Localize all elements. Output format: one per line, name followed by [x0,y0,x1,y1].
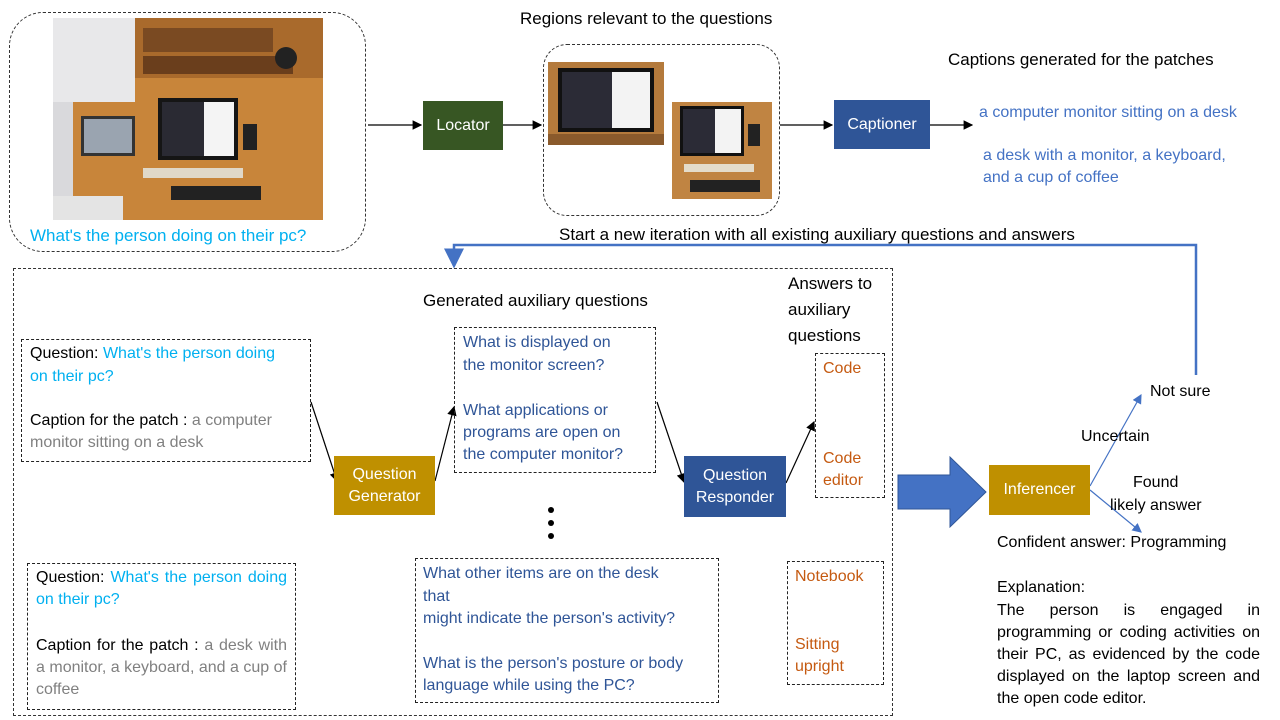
explanation-label: Explanation: [997,579,1086,596]
aux-q3-line2: that [423,588,450,605]
question-text-line1: What's the person doing [102,345,275,362]
confident-answer: Confident answer: Programming [997,534,1227,551]
aux-q2-line3: the computer monitor? [463,446,624,463]
aux-q4-line2: language while using the PC? [423,677,635,694]
aux-questions-title: Generated auxiliary questions [423,291,648,310]
regions-frame [543,44,780,216]
answer-notebook: Notebook [795,568,864,585]
caption-text: a desk with a monitor, a keyboard, and a… [36,637,287,698]
answer-code-editor-line2: editor [823,472,864,489]
big-arrow-to-inferencer [897,455,987,529]
aux-q2-line2: programs are open on [463,424,621,441]
input-box-1-caption-line2: monitor sitting on a desk [30,434,204,451]
input-box-2 [27,563,296,710]
input-box-2-caption: Caption for the patch : a desk with a mo… [36,635,287,701]
desk-scene-illustration [53,18,323,220]
aux-box-2 [415,558,719,703]
region-patch-1 [548,62,664,145]
aux-box-1 [454,327,656,473]
found-label-line1: Found [1133,474,1179,491]
input-box-1-caption: Caption for the patch : a computer [30,410,272,432]
question-generator-block: Question Generator [334,456,435,515]
answer-code-editor-line1: Code [823,450,862,467]
caption-2-line1: a desk with a monitor, a keyboard, [983,147,1226,164]
answers-title-line1: Answers to [788,274,873,293]
aux-q1-line1: What is displayed on [463,334,611,351]
region-patch-2 [672,102,772,199]
generator-label-line1: Question [352,465,417,483]
answer-sitting-line1: Sitting [795,636,840,653]
arrow-generator-to-aux [434,405,457,482]
found-label-line2: likely answer [1110,497,1202,514]
monitor-patch-illustration [548,62,664,145]
regions-title: Regions relevant to the questions [520,9,773,28]
arrow-aux-to-responder [656,401,686,484]
locator-block: Locator [423,101,503,150]
caption-label: Caption for the patch : [30,412,192,429]
question-text: What's the person doing on their pc? [36,569,287,608]
arrow-responder-to-answers [785,420,815,484]
aux-q3-line3: might indicate the person's activity? [423,610,676,627]
answer-box-1 [815,353,885,498]
caption-2-line2: and a cup of coffee [983,169,1119,186]
desk-patch-illustration [672,102,772,199]
generator-label-line2: Generator [348,487,421,505]
ellipsis-dot [548,520,554,526]
arrow-inferencer-not-sure [1089,393,1142,487]
input-photo [53,18,323,220]
caption-1: a computer monitor sitting on a desk [979,104,1237,121]
caption-label: Caption for the patch : [36,637,205,654]
not-sure-label: Not sure [1150,383,1211,400]
caption-text-line1: a computer [191,412,272,429]
answers-title-line3: questions [788,326,861,345]
arrow-input1-to-generator [310,401,339,483]
inferencer-block: Inferencer [989,465,1090,515]
input-box-1-question-line2: on their pc? [30,368,114,385]
captions-title: Captions generated for the patches [948,50,1214,69]
ellipsis-dot [548,533,554,539]
answer-sitting-line2: upright [795,658,844,675]
aux-q4-line1: What is the person's posture or body [423,655,684,672]
input-box-1 [21,339,311,462]
iteration-label: Start a new iteration with all existing … [559,225,1075,244]
question-label: Question: [30,345,103,362]
aux-q1-line2: the monitor screen? [463,357,605,374]
ellipsis-dot [548,507,554,513]
aux-q2-line1: What applications or [463,402,608,419]
feedback-loop-line [444,243,1198,375]
answer-box-2 [787,561,884,685]
responder-label-line1: Question [702,466,768,484]
input-question: What's the person doing on their pc? [30,226,307,245]
question-label: Question: [36,569,111,586]
responder-label-line2: Responder [695,488,775,506]
answer-code: Code [823,360,862,377]
input-box-1-question: Question: What's the person doing [30,343,275,365]
input-image-frame [9,12,366,252]
arrow-inferencer-found [1089,489,1142,533]
input-box-2-question: Question: What's the person doing on the… [36,567,287,611]
answers-title-line2: auxiliary [788,300,851,319]
explanation-text: The person is engaged in programming or … [997,602,1260,707]
captioner-block: Captioner [834,100,930,149]
uncertain-label: Uncertain [1081,428,1150,445]
aux-q3-line1: What other items are on the desk [423,565,659,582]
iteration-container [13,268,893,716]
question-responder-block: Question Responder [684,456,786,517]
